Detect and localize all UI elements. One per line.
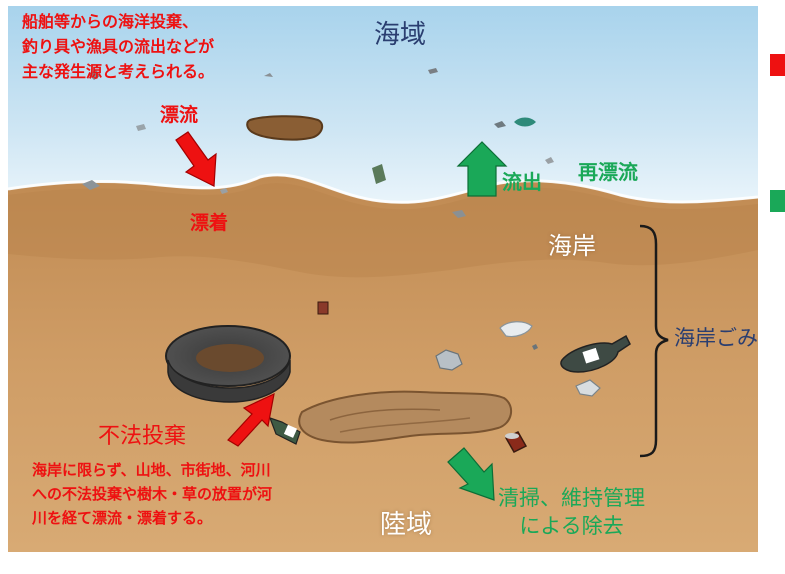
drift-label: 漂流	[160, 104, 199, 126]
beach-backshore	[8, 183, 758, 278]
coast-bracket	[639, 224, 669, 458]
beach-sand	[8, 175, 758, 553]
bag-icon	[499, 321, 533, 338]
debris-icon	[428, 68, 438, 74]
debris-icon	[545, 157, 554, 164]
debris-icon	[220, 188, 228, 194]
floating-log-icon	[246, 115, 324, 141]
can-icon	[504, 431, 528, 453]
wash-ashore-label: 漂着	[190, 212, 229, 234]
debris-icon	[532, 344, 538, 350]
bottle-icon	[560, 334, 631, 373]
debris-icon	[264, 73, 273, 77]
outflow-arrow	[456, 141, 508, 197]
coastal-waste-label: 海岸ごみ	[674, 326, 758, 350]
removal-label: 清掃、維持管理 による除去	[498, 486, 645, 539]
debris-icon	[82, 180, 100, 190]
bottle-icon	[372, 164, 386, 184]
legend-green-swatch	[770, 190, 785, 212]
bottle-icon	[268, 417, 301, 445]
outflow-label: 流出	[502, 170, 542, 194]
debris-icon	[136, 124, 146, 131]
debris-icon	[494, 121, 506, 128]
illegal-dumping-arrow	[227, 392, 275, 447]
surf-line	[7, 173, 759, 204]
tire-icon	[165, 325, 291, 403]
debris-icon	[88, 70, 100, 80]
bag-icon	[575, 379, 601, 397]
floating-debris	[82, 68, 554, 218]
removal-arrow	[447, 447, 495, 501]
ocean-label: 海域	[374, 20, 427, 50]
drift-arrow	[175, 131, 217, 187]
redrift-label: 再漂流	[578, 160, 638, 184]
illegal-dumping-label: 不法投棄	[98, 424, 187, 449]
land-label: 陸域	[380, 510, 433, 540]
can-icon	[317, 301, 329, 315]
debris-icon	[452, 210, 466, 218]
debris-icon	[514, 117, 536, 127]
land-source-note: 海岸に限らず、山地、市街地、河川 への不法投棄や樹木・草の放置が河 川を経て漂流…	[32, 461, 273, 527]
bag-icon	[435, 349, 463, 371]
sea-source-note: 船舶等からの海洋投棄、 釣り具や漁具の流出などが 主な発生源と考えられる。	[22, 12, 215, 81]
coast-label: 海岸	[548, 232, 596, 260]
legend-red-swatch	[770, 54, 785, 76]
driftwood-icon	[298, 390, 513, 444]
